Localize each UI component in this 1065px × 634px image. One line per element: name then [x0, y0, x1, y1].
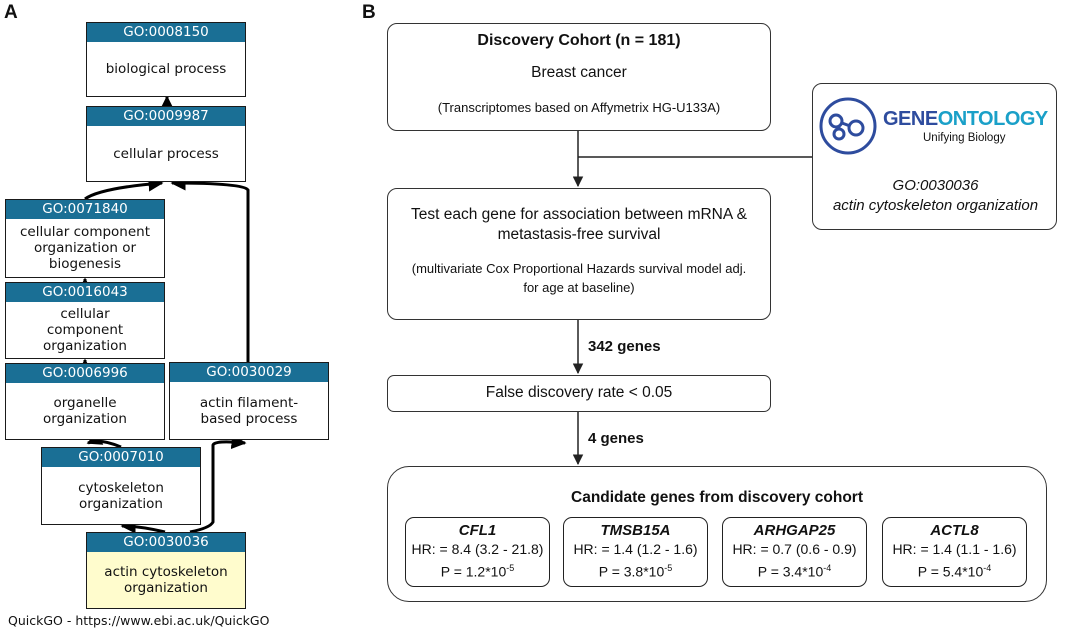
gene-hr: HR: = 8.4 (3.2 - 21.8): [411, 541, 544, 557]
edge-0030029-to-0009987: [170, 175, 250, 362]
go-term-id: GO:0008150: [87, 23, 245, 42]
discovery-title: Discovery Cohort (n = 181): [477, 32, 681, 49]
gene-count-342: 342 genes: [588, 338, 661, 355]
gene-card-cfl1: CFL1 HR: = 8.4 (3.2 - 21.8) P = 1.2*10-5: [405, 517, 550, 587]
gene-name: TMSB15A: [600, 522, 671, 539]
discovery-cohort-box: Discovery Cohort (n = 181) Breast cancer…: [387, 23, 771, 131]
edge-0030036-to-0007010: [120, 518, 166, 534]
go-term-name: organelle organization: [43, 395, 127, 427]
go-term-0030029[interactable]: GO:0030029 actin filament-based process: [169, 362, 329, 440]
go-term-name: actin cytoskeleton organization: [104, 564, 228, 596]
go-term-id: GO:0030036: [87, 533, 245, 552]
gene-hr: HR: = 0.7 (0.6 - 0.9): [732, 541, 857, 557]
go-term-name: biological process: [105, 61, 227, 77]
go-term-name: cellular component organization or bioge…: [19, 224, 151, 272]
logo-tagline: Unifying Biology: [923, 132, 1006, 144]
go-term-name: actin filament-based process: [199, 394, 299, 427]
go-term-0009987[interactable]: GO:0009987 cellular process: [86, 106, 246, 182]
go-term-id: GO:0071840: [6, 200, 164, 219]
gene-p-value: P = 1.2*10-5: [440, 563, 515, 580]
edge-0030036-to-0030029: [189, 434, 247, 534]
gene-count-4: 4 genes: [588, 430, 644, 447]
go-term-id: GO:0030029: [170, 363, 328, 382]
fdr-text: False discovery rate < 0.05: [485, 384, 673, 401]
gene-card-actl8: ACTL8 HR: = 1.4 (1.1 - 1.6) P = 5.4*10-4: [882, 517, 1027, 587]
go-term-0071840[interactable]: GO:0071840 cellular component organizati…: [5, 199, 165, 278]
edge-0007010-to-0006996: [86, 430, 122, 449]
go-term-0030036[interactable]: GO:0030036 actin cytoskeleton organizati…: [86, 532, 246, 609]
association-test-box: Test each gene for association between m…: [387, 188, 771, 320]
test-note-2: for age at baseline): [523, 280, 635, 295]
gene-hr: HR: = 1.4 (1.1 - 1.6): [892, 541, 1017, 557]
logo-word-gene: GENE: [883, 108, 938, 130]
fdr-box: False discovery rate < 0.05: [387, 375, 771, 412]
go-term-id: GO:0007010: [42, 448, 200, 467]
test-line-2: metastasis-free survival: [497, 226, 661, 243]
go-term-0016043[interactable]: GO:0016043 cellular component organizati…: [5, 282, 165, 359]
discovery-subtitle: Breast cancer: [531, 64, 627, 81]
geneontology-logo: GENEONTOLOGY Unifying Biology: [813, 96, 1058, 156]
discovery-note: (Transcriptomes based on Affymetrix HG-U…: [437, 100, 721, 115]
gene-card-arhgap25: ARHGAP25 HR: = 0.7 (0.6 - 0.9) P = 3.4*1…: [722, 517, 867, 587]
gene-hr: HR: = 1.4 (1.2 - 1.6): [573, 541, 698, 557]
go-term-0008150[interactable]: GO:0008150 biological process: [86, 22, 246, 97]
go-term-0007010[interactable]: GO:0007010 cytoskeleton organization: [41, 447, 201, 525]
panel-b-label: B: [362, 2, 376, 23]
go-term-name: cellular process: [113, 145, 219, 162]
logo-word-ontology: ONTOLOGY: [937, 108, 1049, 130]
gene-p-value: P = 3.8*10-5: [598, 563, 673, 580]
gene-name: ARHGAP25: [753, 522, 836, 539]
go-term-0006996[interactable]: GO:0006996 organelle organization: [5, 363, 165, 440]
panel-a-label: A: [4, 2, 18, 23]
quickgo-credit: QuickGO - https://www.ebi.ac.uk/QuickGO: [8, 613, 270, 628]
edge-0071840-to-0009987: [84, 176, 164, 201]
gene-p-value: P = 5.4*10-4: [917, 563, 992, 580]
geneontology-box: GENEONTOLOGY Unifying Biology GO:0030036…: [812, 83, 1057, 230]
gene-card-tmsb15a: TMSB15A HR: = 1.4 (1.2 - 1.6) P = 3.8*10…: [563, 517, 708, 587]
test-note-1: (multivariate Cox Proportional Hazards s…: [411, 261, 747, 276]
test-line-1: Test each gene for association between m…: [410, 206, 748, 223]
candidates-title: Candidate genes from discovery cohort: [571, 489, 863, 506]
gene-name: ACTL8: [930, 522, 979, 539]
gene-name: CFL1: [458, 522, 497, 539]
go-term-id: GO:0016043: [6, 283, 164, 302]
geneontology-term-name: actin cytoskeleton organization: [832, 197, 1039, 214]
go-term-id: GO:0006996: [6, 364, 164, 383]
geneontology-term-id: GO:0030036: [892, 177, 979, 194]
geneontology-logo-icon: [819, 97, 877, 155]
go-term-name: cytoskeleton organization: [78, 479, 164, 512]
go-term-name: cellular component organization: [43, 306, 127, 354]
gene-p-value: P = 3.4*10-4: [757, 563, 832, 580]
go-term-id: GO:0009987: [87, 107, 245, 126]
